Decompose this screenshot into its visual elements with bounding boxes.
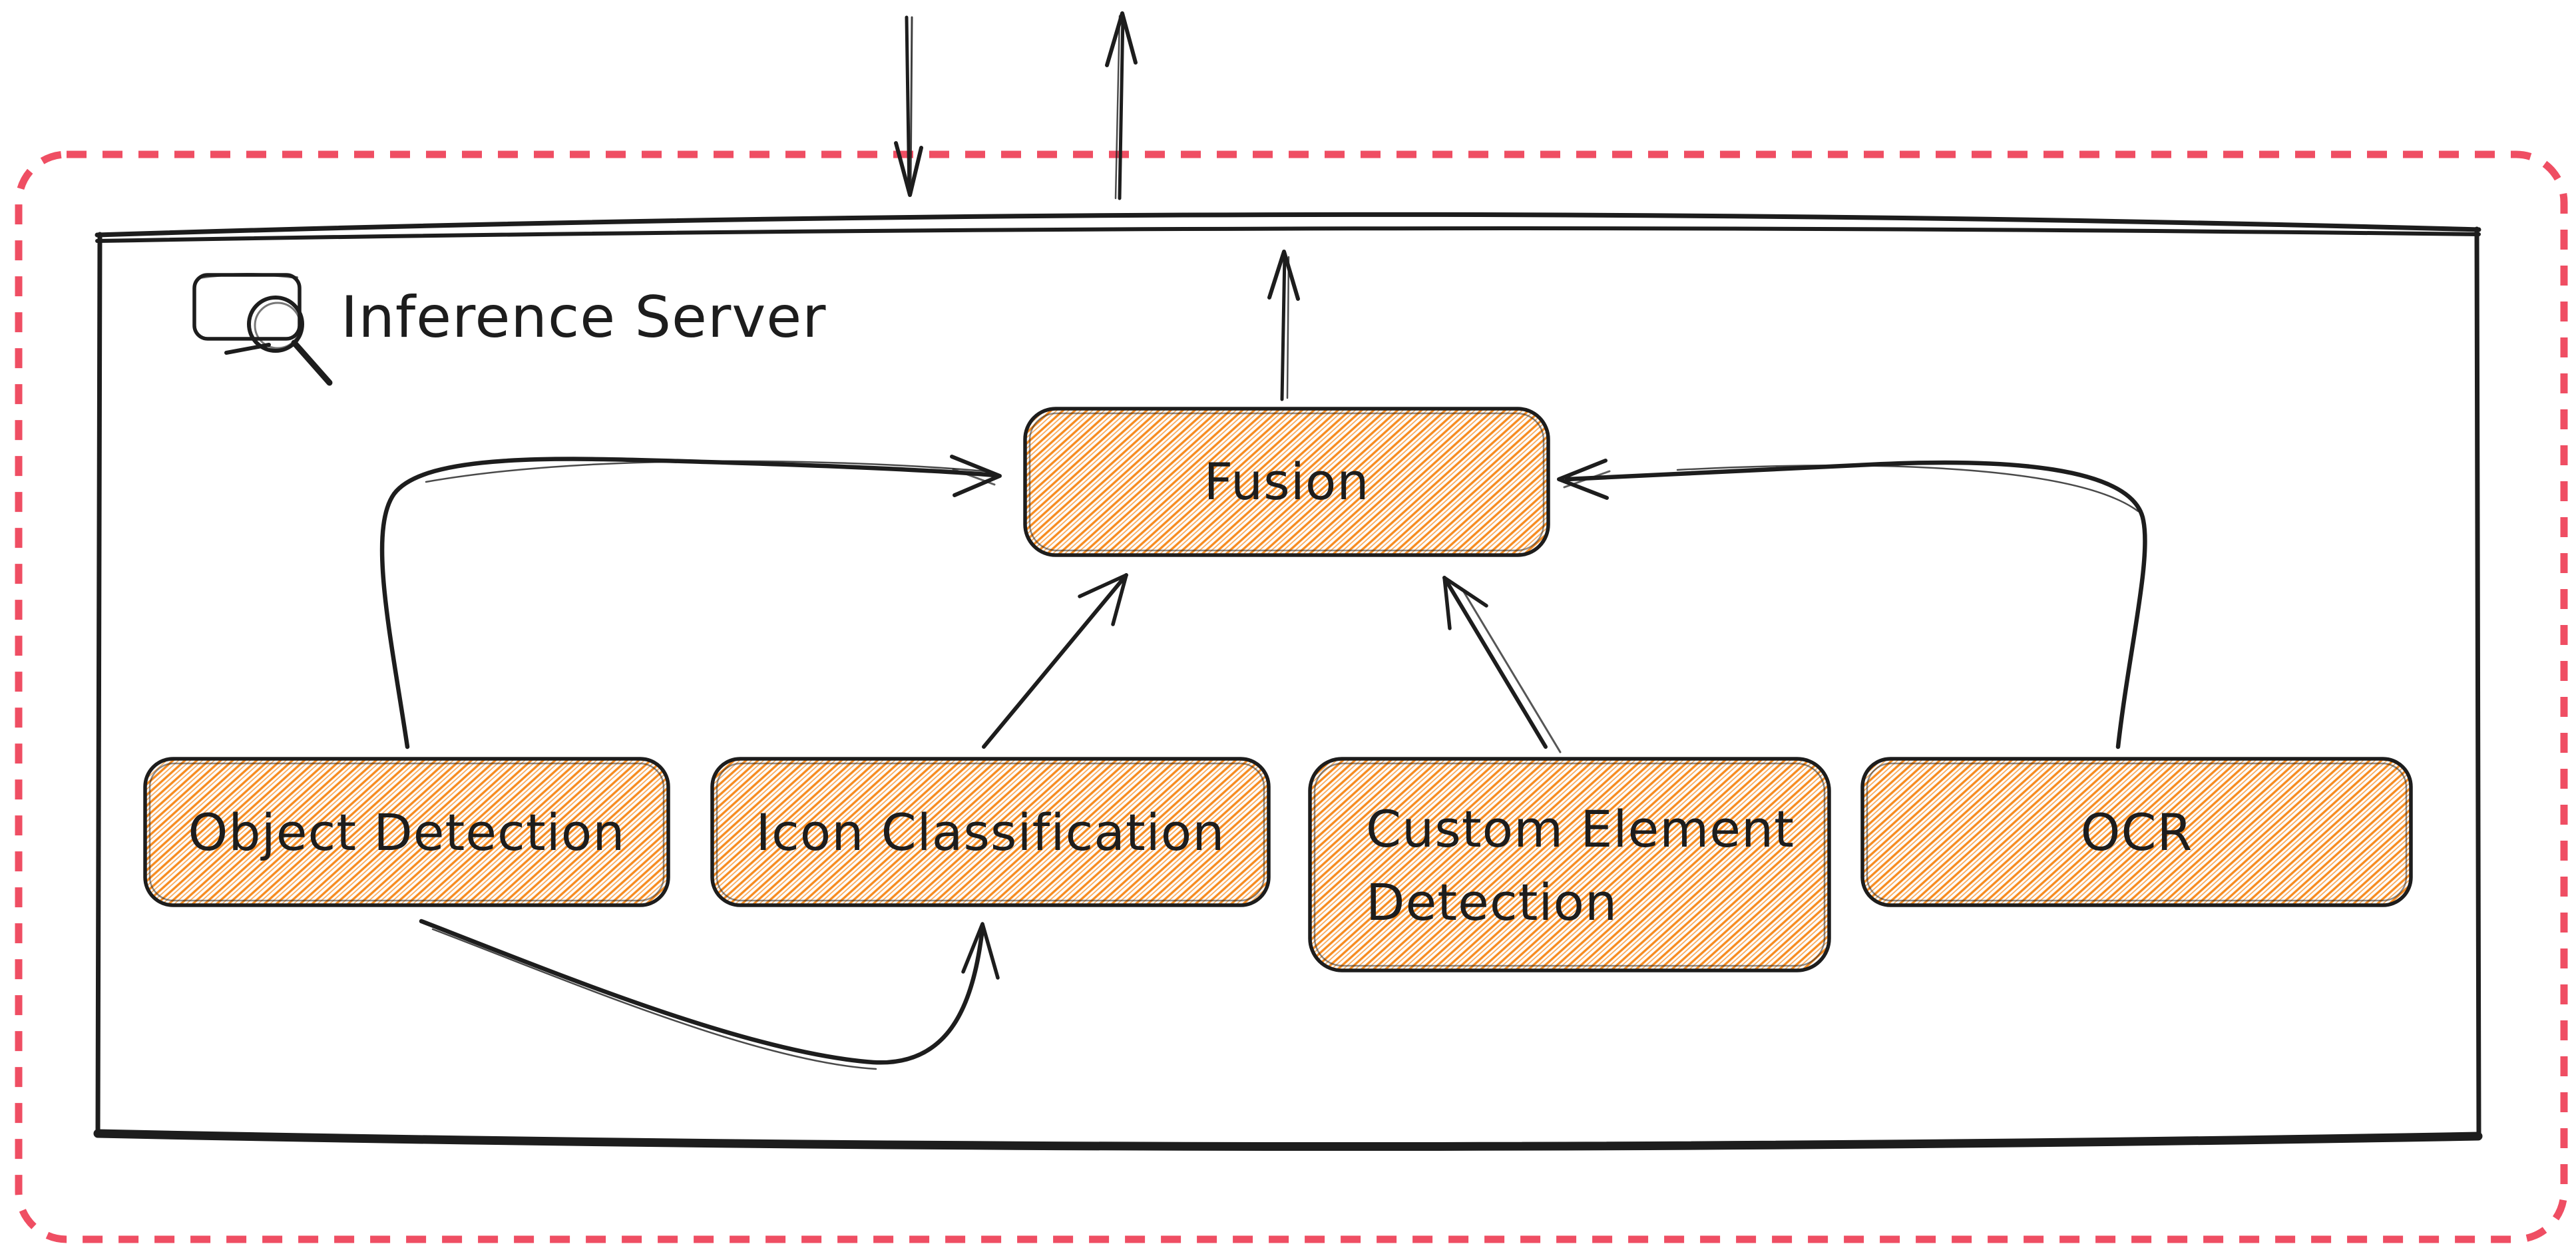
- node-fill: [145, 759, 668, 905]
- node-label: Icon Classification: [756, 803, 1225, 862]
- screenshot-window-overdraw: [198, 273, 298, 279]
- arrow-output-head: [1105, 11, 1138, 67]
- node-object-detection: Object Detection: [143, 757, 670, 907]
- inference-server-frame: [93, 212, 2483, 1151]
- node-fill: [1862, 759, 2411, 905]
- server-frame-top-edge: [95, 212, 2481, 238]
- edge-arrowhead: [1442, 576, 1488, 630]
- node-border: [710, 757, 1271, 907]
- magnifier-lens-overdraw: [254, 302, 302, 349]
- arrow-input-down: [894, 15, 923, 197]
- node-label-line-2: Detection: [1366, 873, 1617, 932]
- node-custom-element-detection: Custom Element Detection: [1308, 757, 1831, 972]
- node-border: [1860, 757, 2413, 907]
- edge-object-detection-to-fusion: [379, 455, 1002, 749]
- edge-path: [982, 573, 1128, 749]
- node-border: [1023, 407, 1550, 557]
- edge-path: [379, 457, 997, 749]
- edge-arrowhead: [961, 922, 1000, 980]
- arrow-input-shaft: [905, 15, 911, 195]
- edge-overdraw: [425, 460, 986, 483]
- edge-custom-element-detection-to-fusion: [1442, 576, 1562, 753]
- arrow-fusion-output-head: [1267, 250, 1300, 301]
- arrow-fusion-output-shaft: [1280, 252, 1287, 401]
- arrow-input-head: [894, 141, 923, 197]
- node-fill: [1310, 759, 1829, 970]
- edge-arrowhead: [1078, 573, 1128, 626]
- arrow-fusion-output: [1267, 250, 1300, 401]
- server-frame-bottom-edge: [93, 1129, 2483, 1151]
- screenshot-window-icon: [192, 273, 302, 341]
- node-border-overdraw: [716, 762, 1265, 902]
- node-icon-classification: Icon Classification: [710, 757, 1271, 907]
- arrow-fusion-output-shaft-overdraw: [1286, 256, 1290, 399]
- server-frame-right-edge: [2474, 226, 2481, 1140]
- deployment-boundary-dashed: [15, 150, 2568, 1243]
- edge-arrowhead-overdraw: [952, 468, 996, 486]
- arrow-output-shaft-overdraw: [1114, 15, 1121, 200]
- node-border-overdraw: [1866, 762, 2408, 902]
- node-label: Object Detection: [188, 803, 626, 862]
- edge-overdraw: [431, 928, 877, 1070]
- edge-arrowhead-overdraw: [1563, 470, 1611, 489]
- node-fusion: Fusion: [1023, 407, 1550, 557]
- server-frame-left-edge: [95, 232, 103, 1138]
- node-label: OCR: [2081, 803, 2193, 862]
- server-title: Inference Server: [341, 284, 827, 351]
- server-frame-top-edge-overdraw: [95, 226, 2481, 243]
- edge-icon-classification-to-fusion: [982, 573, 1128, 749]
- magnifier-lens-icon: [247, 296, 304, 353]
- icon-underline-stroke: [224, 343, 271, 355]
- screenshot-magnifier-icon: [192, 273, 333, 386]
- node-fill: [1025, 409, 1548, 555]
- magnifier-handle-icon: [291, 339, 333, 386]
- edge-overdraw: [1676, 465, 2139, 513]
- edge-ocr-to-fusion: [1557, 459, 2147, 749]
- edge-path: [419, 919, 985, 1065]
- arrow-output-shaft: [1118, 13, 1125, 200]
- arrow-output-up: [1105, 11, 1138, 200]
- node-label-line-1: Custom Element: [1366, 799, 1795, 859]
- node-label: Fusion: [1203, 452, 1369, 511]
- node-fill: [712, 759, 1269, 905]
- edge-path: [1564, 460, 2147, 749]
- node-ocr: OCR: [1860, 757, 2413, 907]
- edge-overdraw: [1460, 587, 1562, 753]
- edge-arrowhead: [1557, 459, 1609, 500]
- arrow-input-shaft-overdraw: [909, 16, 913, 193]
- node-border-overdraw: [1028, 412, 1545, 552]
- edge-arrowhead: [950, 455, 1002, 497]
- edge-object-detection-to-icon-classification: [419, 919, 1000, 1070]
- node-border: [143, 757, 670, 907]
- node-border: [1308, 757, 1831, 972]
- node-border-overdraw: [1313, 762, 1826, 967]
- node-border-overdraw: [148, 762, 665, 902]
- edge-path: [1442, 576, 1548, 749]
